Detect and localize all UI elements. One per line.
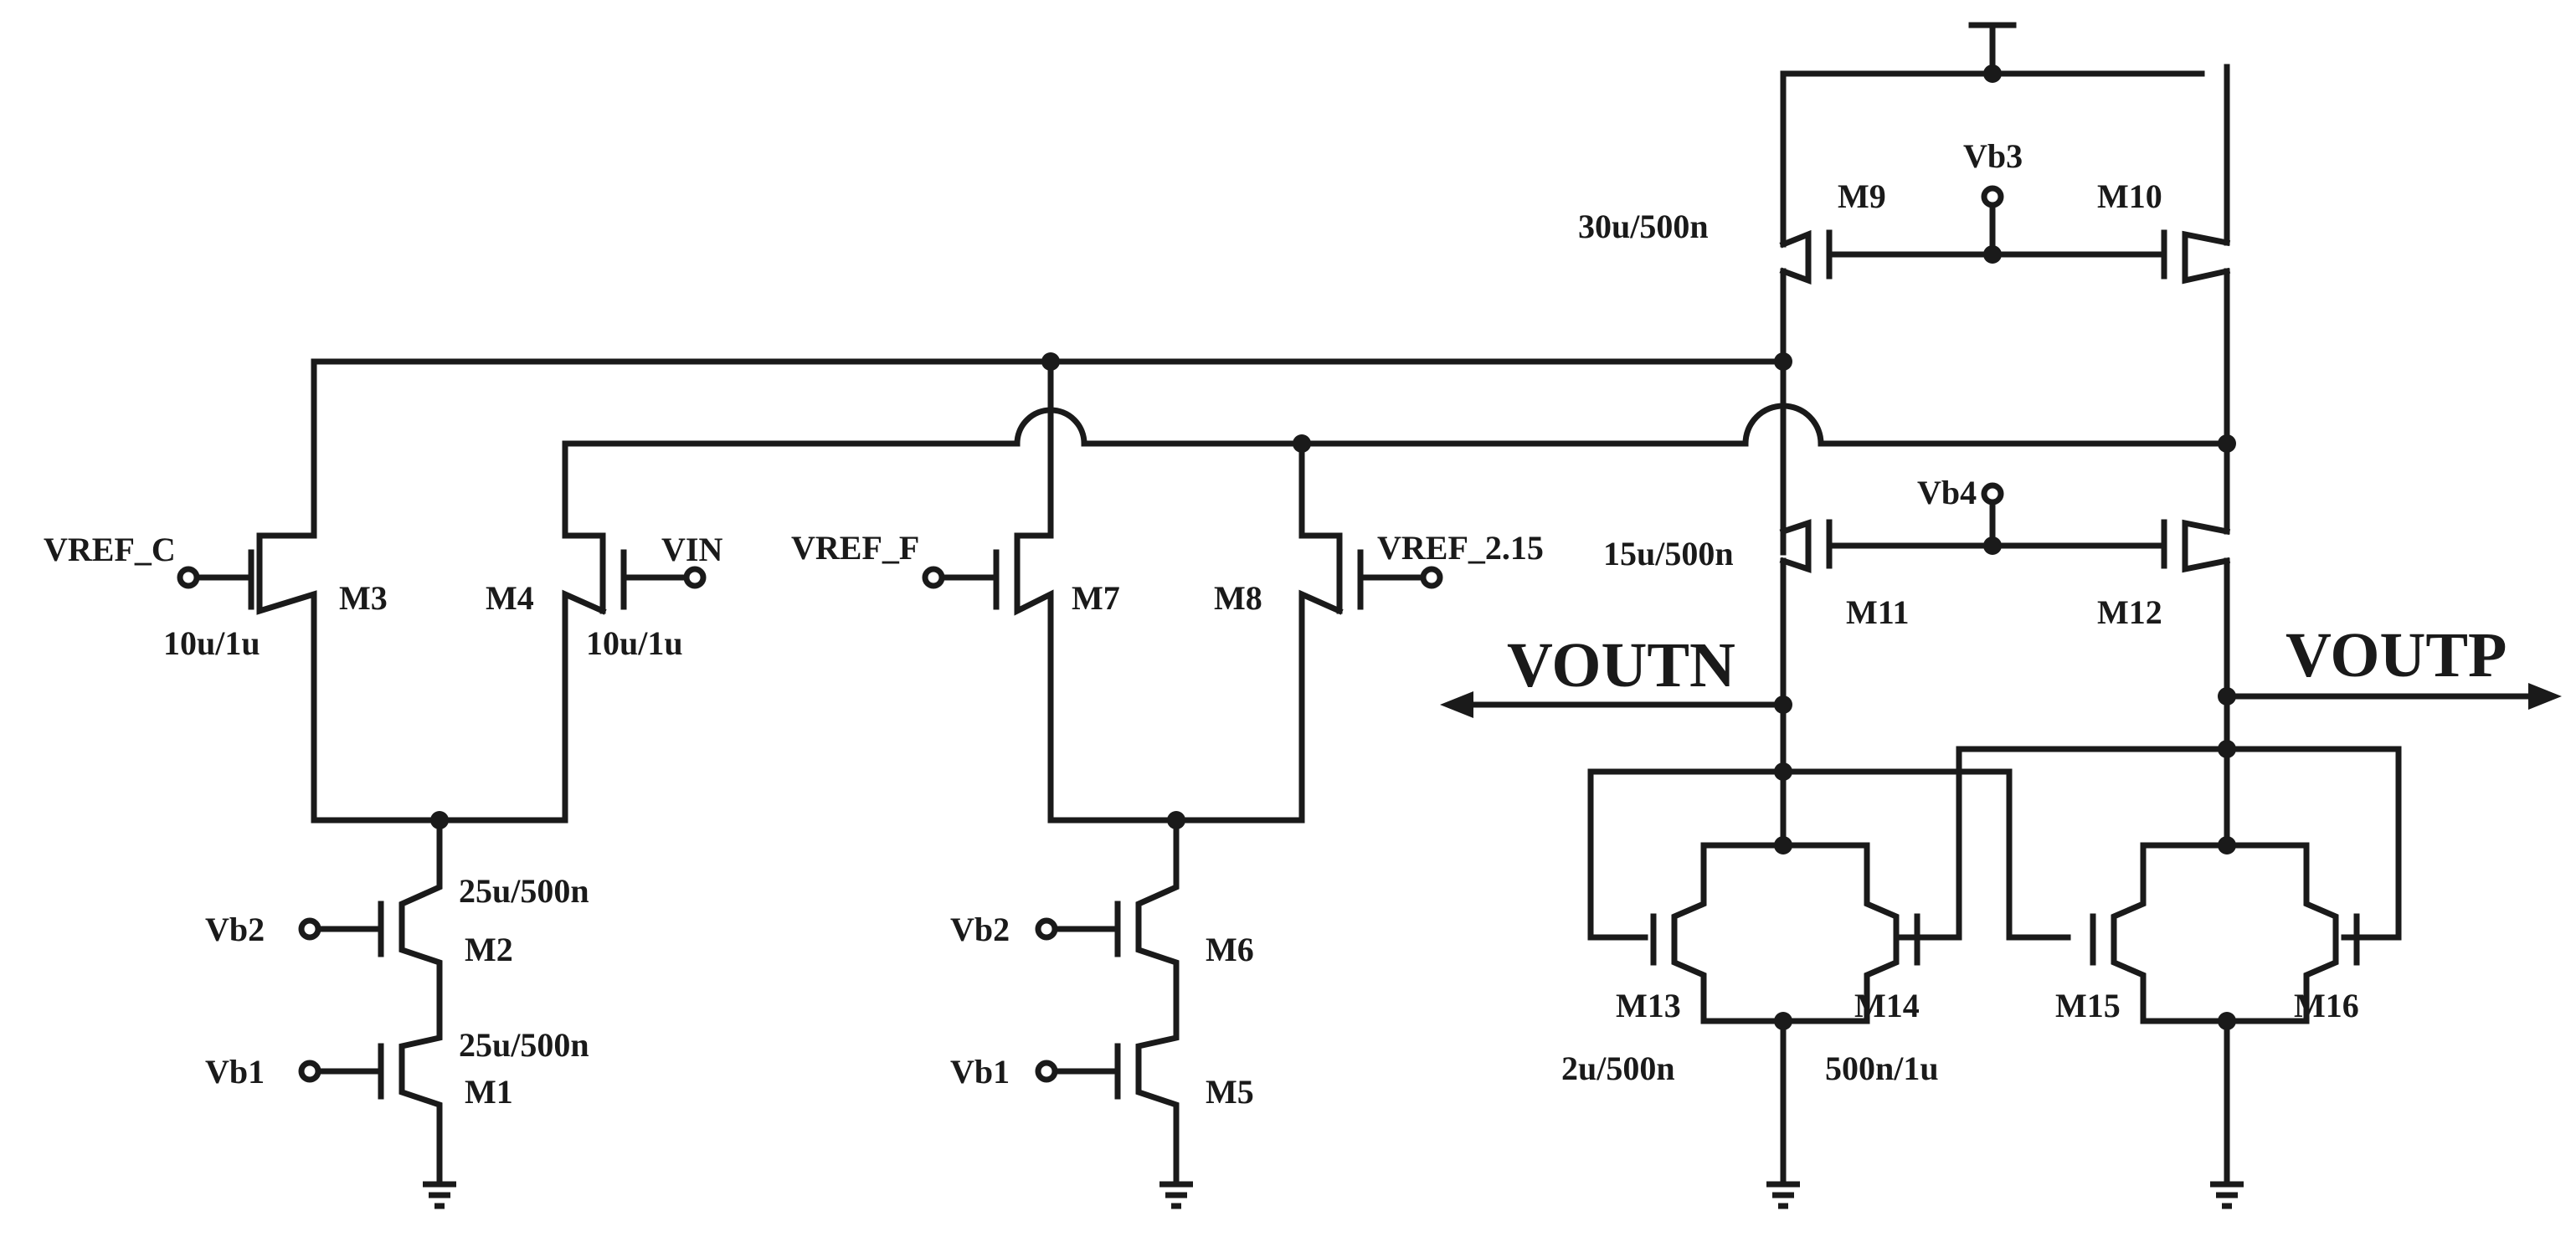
label-m12: M12: [2097, 593, 2162, 631]
label-m10: M10: [2097, 177, 2162, 215]
label-m3: M3: [339, 579, 388, 617]
arrow-left-icon: [1440, 691, 1473, 718]
device-sizes: 10u/1u 10u/1u 25u/500n 25u/500n 30u/500n…: [163, 208, 1939, 1087]
size-m11: 15u/500n: [1603, 535, 1734, 572]
size-m9: 30u/500n: [1578, 208, 1709, 245]
size-m13: 2u/500n: [1561, 1050, 1675, 1087]
ground-icon: [1766, 1181, 1800, 1209]
label-m5: M5: [1206, 1073, 1254, 1111]
ground-symbols: [423, 1181, 2244, 1209]
label-m15: M15: [2055, 987, 2121, 1024]
pin-vb1-left: [298, 1060, 321, 1083]
pin-vref-f: [922, 566, 945, 589]
size-m1: 25u/500n: [459, 1026, 589, 1064]
size-m14: 500n/1u: [1825, 1050, 1939, 1087]
label-m14: M14: [1854, 987, 1920, 1024]
label-vb1-right: Vb1: [950, 1053, 1010, 1091]
net-labels: VREF_C VIN VREF_F VREF_2.15 Vb2 Vb1 Vb2 …: [44, 137, 2507, 1091]
label-vb2-left: Vb2: [205, 911, 265, 948]
junction-dots: [430, 64, 2236, 1030]
label-vin: VIN: [661, 531, 722, 568]
pin-vb2-left: [298, 917, 321, 941]
arrow-right-icon: [2528, 683, 2562, 710]
label-vref-f: VREF_F: [791, 529, 919, 567]
pin-vb3: [1981, 185, 2004, 208]
label-m13: M13: [1616, 987, 1681, 1024]
label-m1: M1: [465, 1073, 513, 1111]
label-m16: M16: [2294, 987, 2359, 1024]
label-m6: M6: [1206, 931, 1254, 968]
label-m11: M11: [1846, 593, 1910, 631]
size-m4: 10u/1u: [586, 624, 683, 662]
label-vb3: Vb3: [1963, 137, 2023, 175]
pin-vin: [683, 566, 707, 589]
pin-vb2-right: [1035, 917, 1058, 941]
pin-vb4: [1981, 482, 2004, 506]
output-arrows: [1440, 683, 2562, 718]
terminal-pins: [177, 185, 2004, 1083]
label-m2: M2: [465, 931, 513, 968]
transistor-labels: M3 M4 M7 M8 M2 M1 M6 M5 M9 M10 M11 M12 M…: [339, 177, 2359, 1111]
size-m2: 25u/500n: [459, 872, 589, 910]
size-m3: 10u/1u: [163, 624, 260, 662]
label-vb1-left: Vb1: [205, 1053, 265, 1091]
label-vref-215: VREF_2.15: [1377, 529, 1544, 567]
label-voutp: VOUTP: [2285, 620, 2507, 690]
label-vref-c: VREF_C: [44, 531, 176, 568]
wires: [185, 22, 2544, 1188]
label-voutn: VOUTN: [1507, 630, 1735, 701]
ground-icon: [2210, 1181, 2244, 1209]
label-m9: M9: [1838, 177, 1886, 215]
label-vb2-right: Vb2: [950, 911, 1010, 948]
label-vb4: Vb4: [1917, 474, 1977, 511]
ground-icon: [1159, 1181, 1193, 1209]
label-m8: M8: [1214, 579, 1262, 617]
label-m7: M7: [1072, 579, 1120, 617]
label-m4: M4: [486, 579, 534, 617]
pin-vref-215: [1420, 566, 1443, 589]
ground-icon: [423, 1181, 456, 1209]
pin-vb1-right: [1035, 1060, 1058, 1083]
pin-vref-c: [177, 566, 200, 589]
